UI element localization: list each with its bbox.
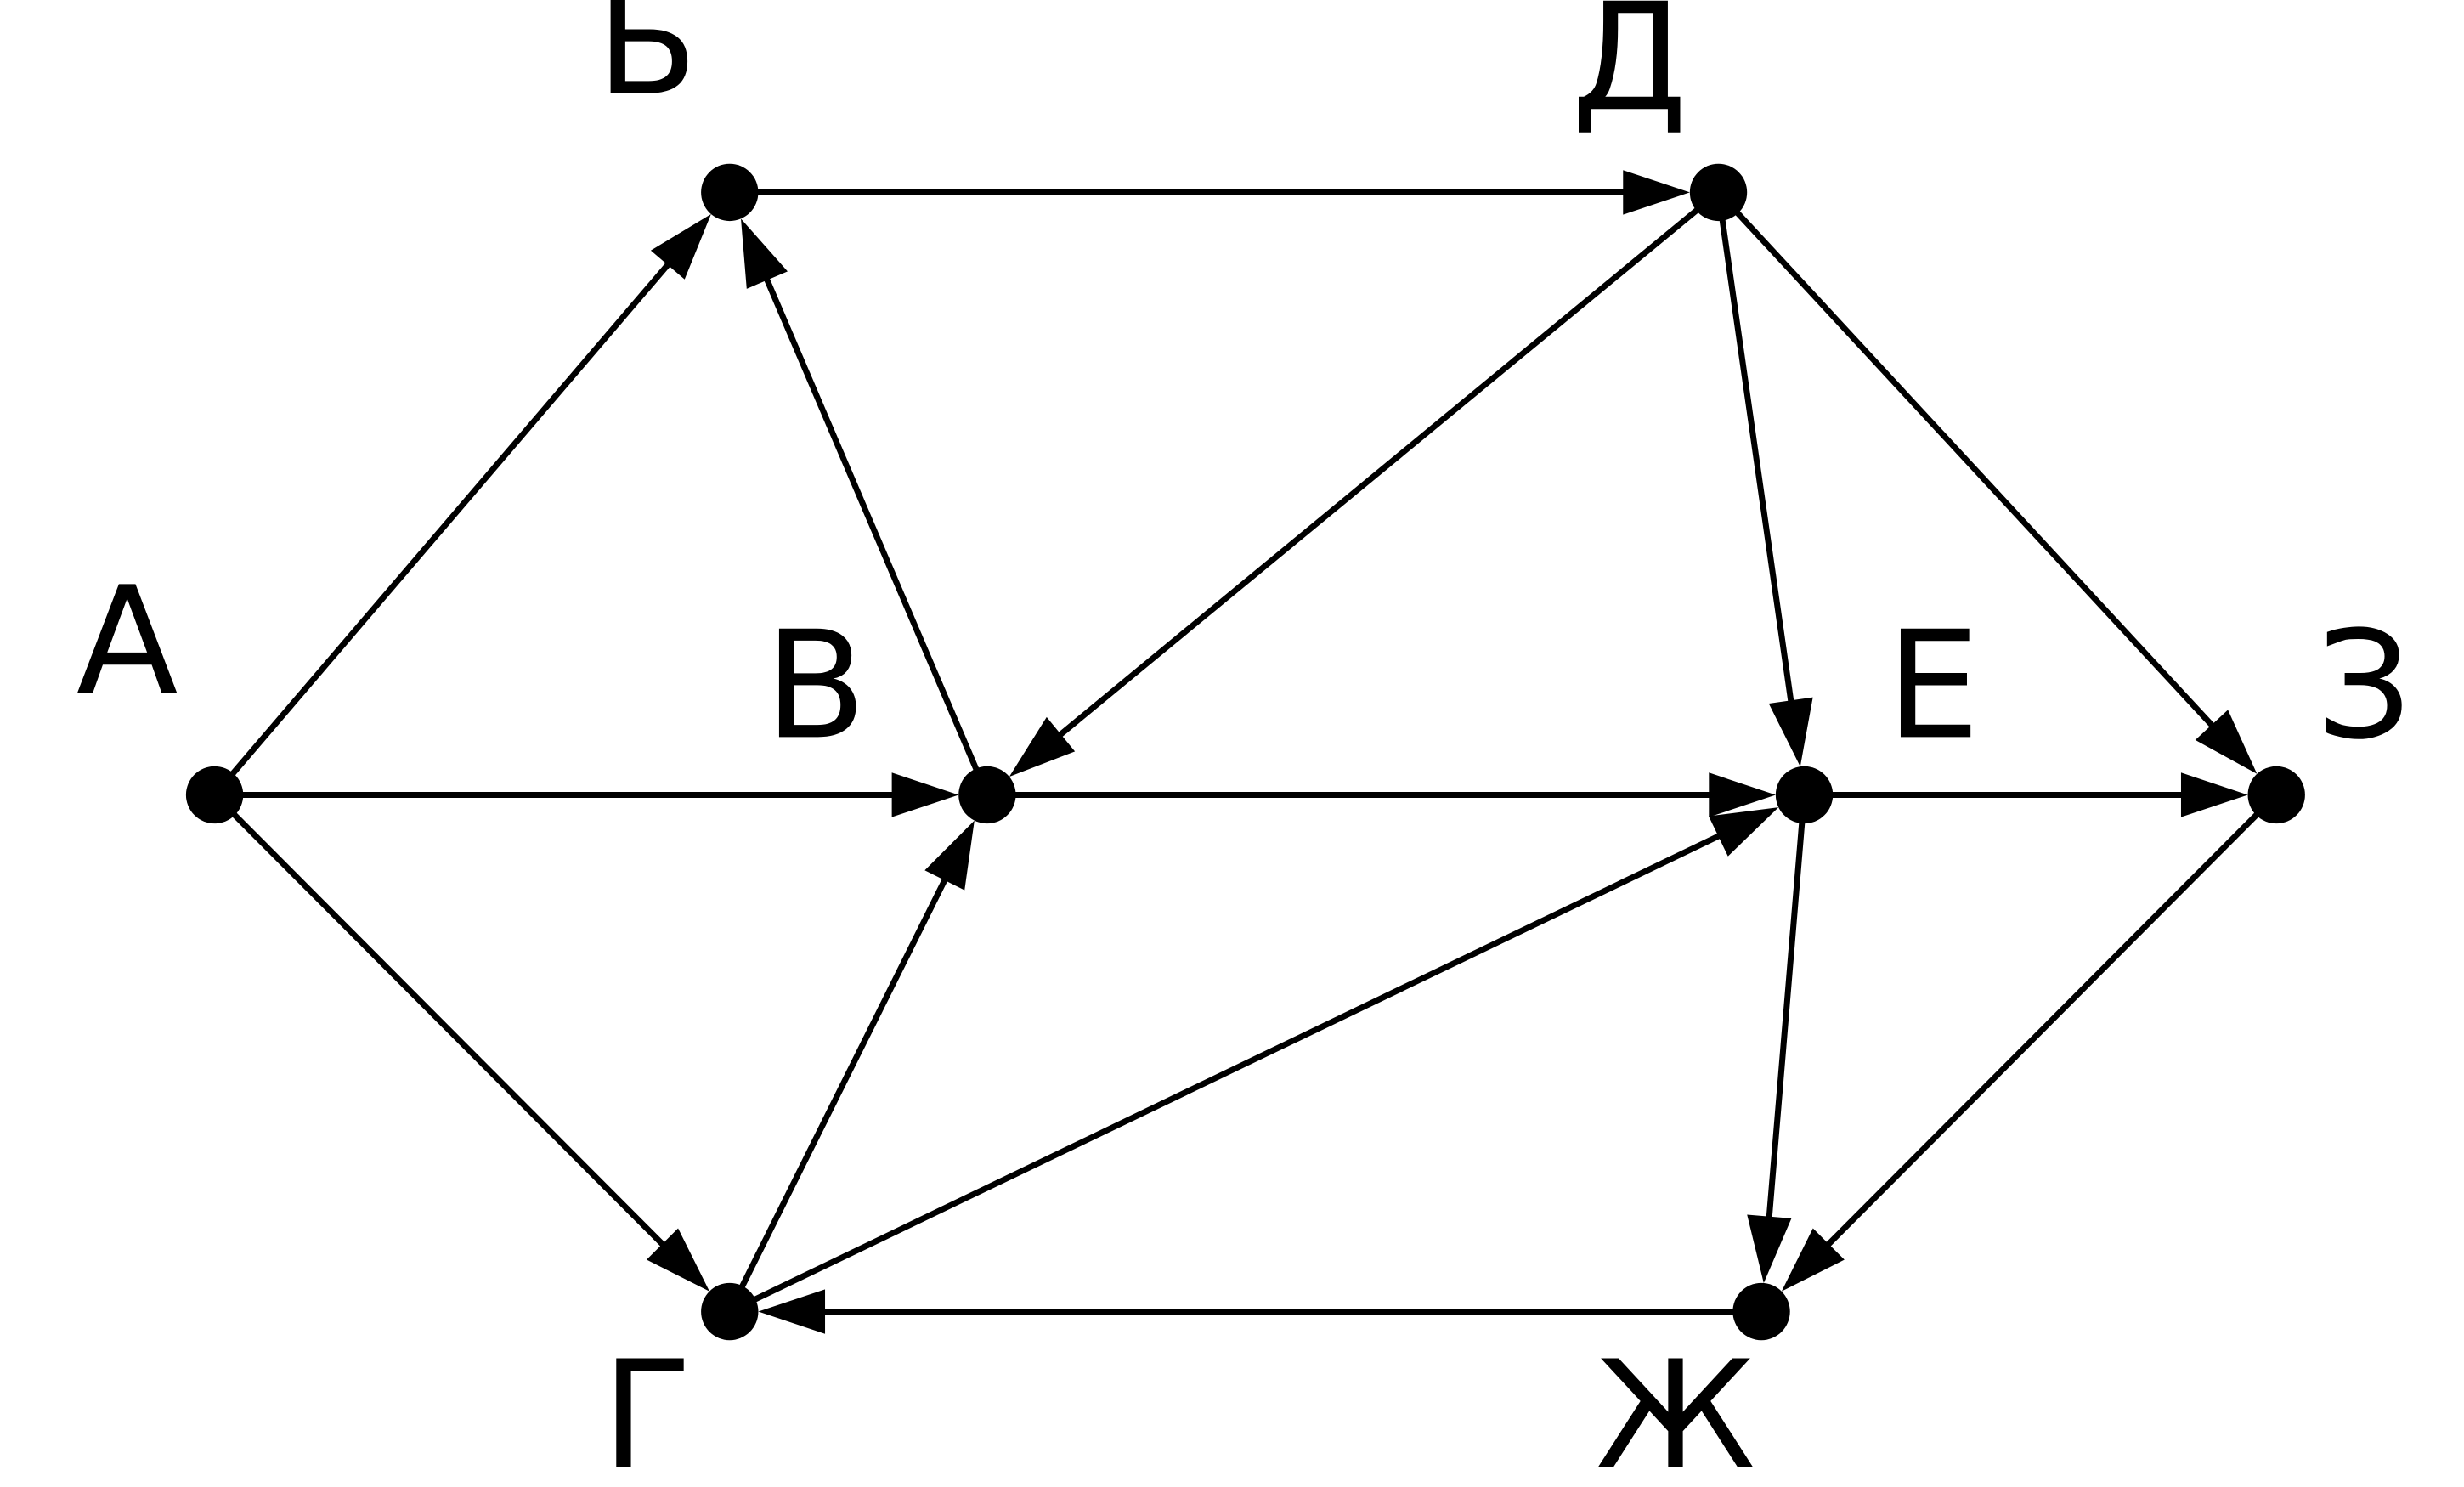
- edge-g-to-v: [726, 820, 975, 1314]
- edge-line: [1715, 191, 1794, 704]
- edge-line: [1715, 190, 2217, 730]
- node-v: [958, 766, 1016, 824]
- arrowhead-icon: [1747, 1214, 1792, 1283]
- arrowhead-icon: [1009, 716, 1076, 777]
- edge-v-to-b: [741, 218, 991, 796]
- node-label-d: Д: [1571, 0, 1687, 144]
- nodes-layer: [185, 163, 2305, 1341]
- edge-zh-to-g: [758, 1289, 1762, 1334]
- edges-layer: [212, 170, 2279, 1334]
- edge-line: [1823, 793, 2279, 1249]
- arrowhead-icon: [2195, 710, 2258, 774]
- node-label-v: В: [765, 600, 867, 772]
- arrowhead-icon: [924, 820, 975, 891]
- arrowhead-icon: [650, 213, 711, 280]
- arrowhead-icon: [1781, 1228, 1845, 1292]
- edge-line: [763, 275, 991, 796]
- arrowhead-icon: [1768, 697, 1813, 767]
- edge-line: [726, 875, 949, 1314]
- node-e: [1775, 766, 1834, 824]
- node-d: [1689, 163, 1748, 222]
- edge-z-to-zh: [1781, 793, 2279, 1292]
- edge-a-to-g: [212, 793, 709, 1292]
- edge-line: [212, 260, 673, 797]
- arrowhead-icon: [1623, 170, 1690, 215]
- edge-line: [728, 832, 1723, 1315]
- arrowhead-icon: [891, 772, 959, 817]
- edge-d-to-z: [1715, 190, 2258, 774]
- labels-layer: А Б В Г Д Е Ж З: [76, 0, 2411, 1487]
- edge-e-to-zh: [1747, 794, 1808, 1283]
- edge-g-to-e: [728, 807, 1779, 1315]
- edge-line: [212, 793, 667, 1249]
- node-label-a: А: [76, 556, 178, 728]
- edge-b-to-d: [729, 170, 1690, 215]
- node-label-b: Б: [596, 0, 698, 129]
- edge-v-to-e: [986, 772, 1776, 817]
- arrowhead-icon: [741, 218, 788, 289]
- arrowhead-icon: [646, 1228, 709, 1292]
- node-zh: [1732, 1282, 1790, 1341]
- arrowhead-icon: [2180, 772, 2248, 817]
- node-b: [701, 163, 759, 222]
- node-label-e: Е: [1886, 600, 1981, 772]
- edge-a-to-v: [214, 772, 959, 817]
- node-g: [701, 1282, 759, 1341]
- arrowhead-icon: [1709, 772, 1776, 817]
- edge-line: [1056, 189, 1721, 739]
- node-label-zh: Ж: [1596, 1330, 1756, 1487]
- arrowhead-icon: [1709, 807, 1779, 857]
- edge-d-to-e: [1715, 191, 1813, 767]
- edge-e-to-z: [1804, 772, 2248, 817]
- edge-d-to-v: [1009, 189, 1721, 777]
- arrowhead-icon: [758, 1289, 826, 1334]
- node-a: [185, 766, 244, 824]
- edge-line: [1766, 794, 1808, 1220]
- edge-a-to-b: [212, 213, 711, 797]
- node-z: [2247, 766, 2305, 824]
- node-label-z: З: [2316, 600, 2411, 772]
- node-label-g: Г: [602, 1330, 692, 1487]
